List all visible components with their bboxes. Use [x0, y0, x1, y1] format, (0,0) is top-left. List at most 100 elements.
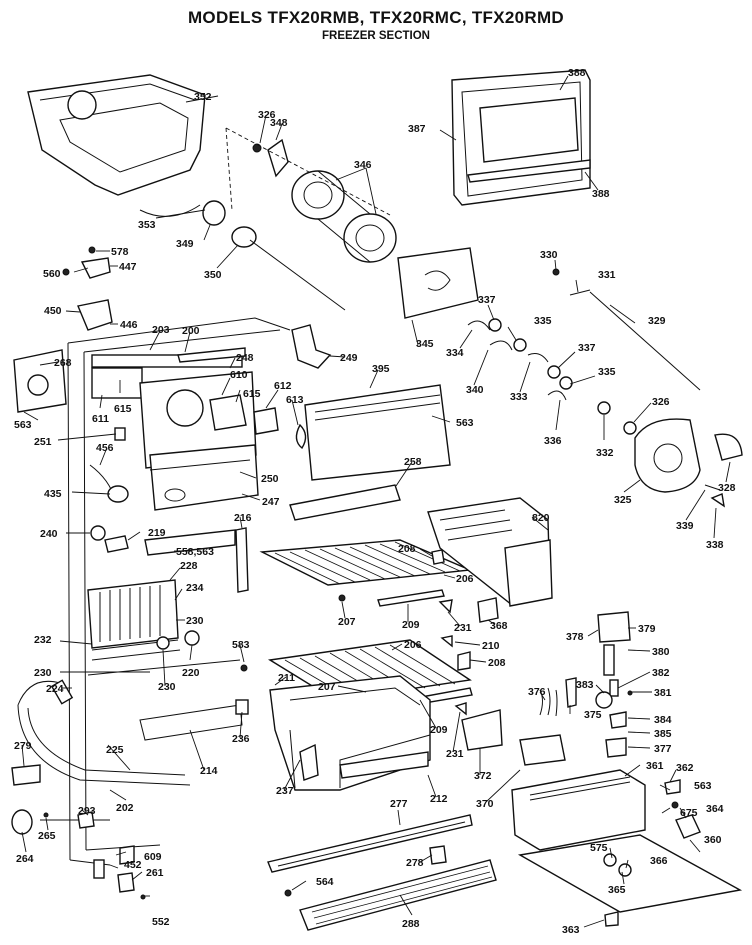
label-360: 360 [704, 834, 722, 846]
shelf-rail-part [289, 484, 401, 521]
label-675: 675 [680, 807, 698, 819]
duct-cover-part [177, 324, 332, 369]
label-337-top: 337 [478, 294, 496, 306]
label-447: 447 [119, 261, 137, 273]
lower-front-hardware [11, 809, 146, 900]
label-331: 331 [598, 269, 616, 281]
label-382: 382 [652, 667, 670, 679]
label-335-top: 335 [534, 315, 552, 327]
label-388-bottom: 388 [592, 188, 610, 200]
label-552: 552 [152, 916, 170, 928]
label-232: 232 [34, 634, 52, 646]
label-362: 362 [676, 762, 694, 774]
label-615-left: 615 [114, 403, 132, 415]
label-265: 265 [38, 830, 56, 842]
label-224: 224 [46, 683, 64, 695]
label-209-top: 209 [402, 619, 420, 631]
label-385: 385 [654, 728, 672, 740]
label-564: 564 [316, 876, 334, 888]
label-558-563: 558,563 [176, 546, 214, 558]
ice-maker-bracket-part [477, 597, 499, 623]
label-330: 330 [540, 249, 558, 261]
label-206-bottom: 206 [404, 639, 422, 651]
label-361: 361 [646, 760, 664, 772]
label-332: 332 [596, 447, 614, 459]
label-372: 372 [474, 770, 492, 782]
label-237: 237 [276, 785, 294, 797]
label-251: 251 [34, 436, 52, 448]
label-288: 288 [402, 918, 420, 930]
thermostat-part [13, 349, 67, 413]
label-338: 338 [706, 539, 724, 551]
control-box-part [511, 769, 646, 851]
drain-tube-part [17, 679, 191, 786]
label-278: 278 [406, 857, 424, 869]
freezer-basket-part [269, 675, 431, 791]
label-378: 378 [566, 631, 584, 643]
label-203: 203 [152, 324, 170, 336]
label-293: 293 [78, 805, 96, 817]
label-264: 264 [16, 853, 34, 865]
label-583: 583 [232, 639, 250, 651]
label-326-right: 326 [652, 396, 670, 408]
auger-coupler-part [202, 200, 346, 311]
label-352: 352 [194, 91, 212, 103]
label-609: 609 [144, 851, 162, 863]
label-211: 211 [278, 672, 295, 684]
label-452: 452 [124, 859, 142, 871]
label-563-mid: 563 [456, 417, 474, 429]
label-240: 240 [40, 528, 58, 540]
label-202: 202 [116, 802, 134, 814]
leader-lines [21, 75, 731, 928]
shelf-channel-part [235, 527, 249, 593]
water-valve-part [595, 611, 633, 758]
label-435: 435 [44, 488, 62, 500]
ice-door-part [451, 69, 591, 206]
auger-bearing-part [252, 138, 289, 178]
label-328: 328 [718, 482, 736, 494]
label-363: 363 [562, 924, 580, 936]
label-366: 366 [650, 855, 668, 867]
label-334: 334 [446, 347, 464, 359]
label-336: 336 [544, 435, 562, 447]
label-560: 560 [43, 268, 61, 280]
label-375: 375 [584, 709, 602, 721]
evaporator-part [87, 529, 241, 676]
label-207-top: 207 [338, 616, 356, 628]
label-230-left: 230 [34, 667, 52, 679]
label-377: 377 [654, 743, 672, 755]
label-384: 384 [654, 714, 672, 726]
label-348: 348 [270, 117, 288, 129]
label-247: 247 [262, 496, 280, 508]
label-346: 346 [354, 159, 372, 171]
label-230-mid: 230 [158, 681, 176, 693]
label-279: 279 [14, 740, 32, 752]
label-563-right: 563 [694, 780, 712, 792]
label-611: 611 [92, 413, 109, 425]
label-219: 219 [148, 527, 166, 539]
drawer-rail-part [267, 814, 473, 873]
label-250: 250 [261, 473, 279, 485]
label-450: 450 [44, 305, 62, 317]
label-610: 610 [230, 369, 248, 381]
label-207-bottom: 207 [318, 681, 336, 693]
label-383: 383 [576, 679, 594, 691]
label-380: 380 [652, 646, 670, 658]
label-212: 212 [430, 793, 448, 805]
label-376: 376 [528, 686, 546, 698]
label-339: 339 [676, 520, 694, 532]
label-613: 613 [286, 394, 304, 406]
label-820: 820 [532, 512, 550, 524]
label-578: 578 [111, 246, 129, 258]
label-345: 345 [416, 338, 434, 350]
label-387: 387 [408, 123, 426, 135]
wire-harness-part [539, 677, 577, 717]
label-236: 236 [232, 733, 250, 745]
label-575: 575 [590, 842, 608, 854]
label-208-bottom: 208 [488, 657, 506, 669]
label-381: 381 [654, 687, 672, 699]
kickplate-grille-part [299, 859, 497, 931]
ice-maker-part [427, 497, 553, 607]
label-329: 329 [648, 315, 666, 327]
